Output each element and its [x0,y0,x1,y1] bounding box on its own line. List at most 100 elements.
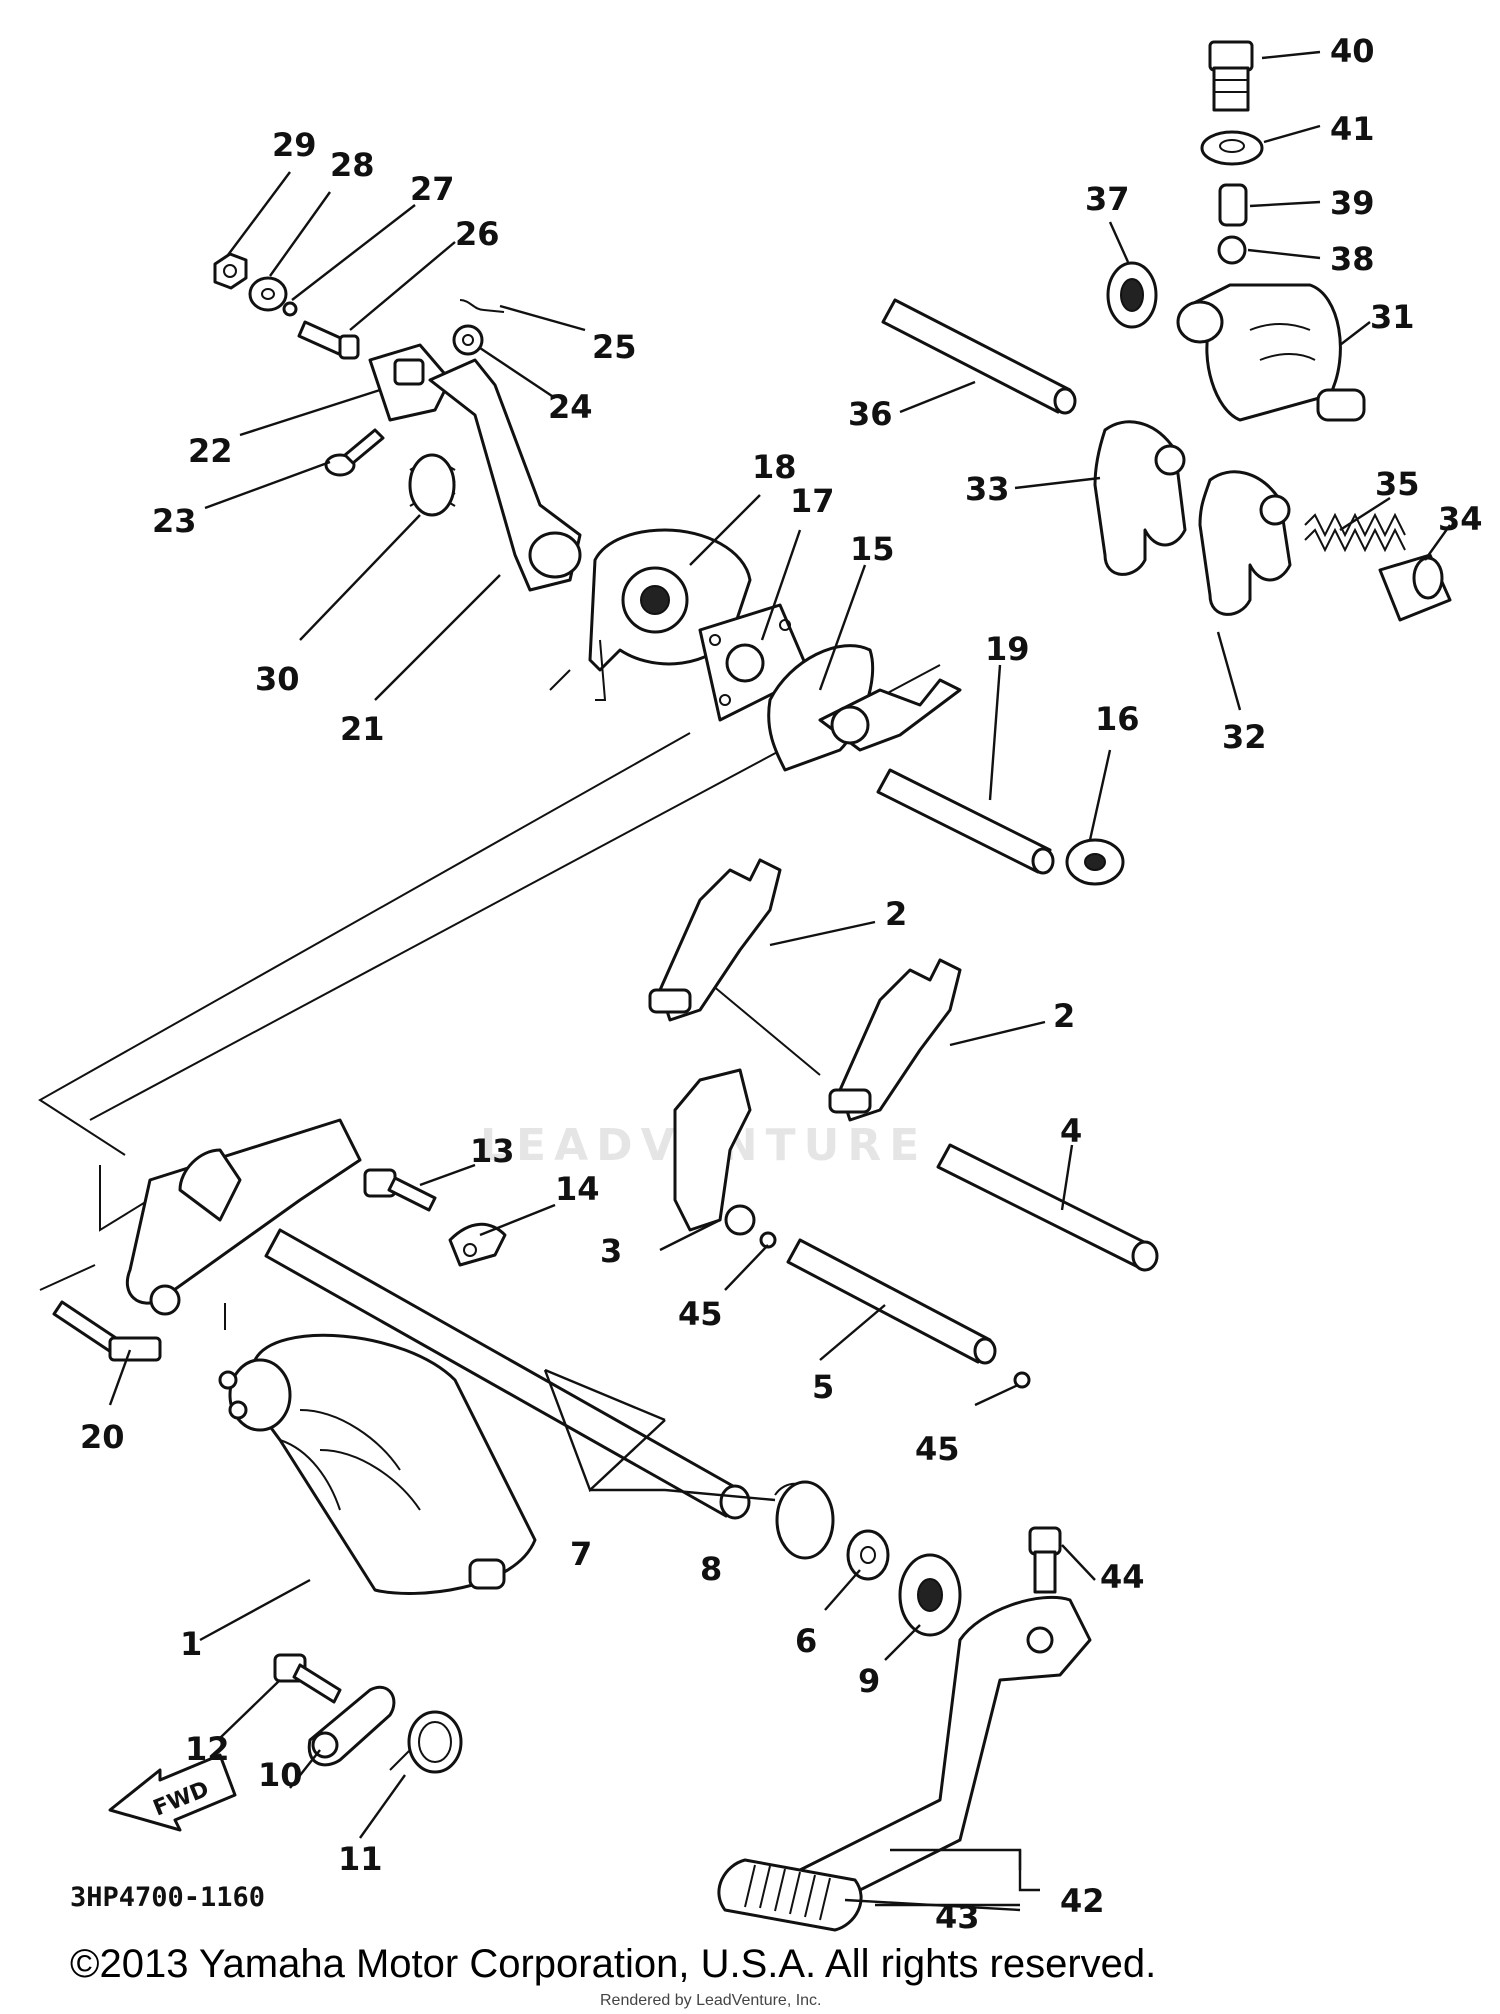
part-35-spring [1304,512,1406,553]
part-2-shift-fork-upper [648,858,782,1022]
callout-3: 3 [600,1232,622,1270]
callout-23: 23 [152,502,197,540]
part-17-plate [698,603,812,722]
copyright-notice: ©2013 Yamaha Motor Corporation, U.S.A. A… [70,1942,1157,1986]
callout-13: 13 [470,1132,515,1170]
part-23-pin [324,428,385,477]
callout-43: 43 [935,1898,980,1936]
callout-27: 27 [410,170,455,208]
callout-11: 11 [338,1840,383,1878]
callout-labels: 1 2 2 3 4 5 6 7 8 9 10 11 12 13 14 15 16… [80,32,1483,1936]
part-9-seal [898,1553,962,1637]
callout-31: 31 [1370,298,1415,336]
part-code: 3HP4700-1160 [70,1882,266,1913]
callout-21: 21 [340,710,385,748]
part-38-ball [1217,235,1247,265]
part-43-pedal-rubber [717,1858,863,1932]
callout-24: 24 [548,388,593,426]
part-12-bolt [273,1653,342,1704]
part-29-nut [213,252,248,290]
callout-35: 35 [1375,465,1420,503]
part-32-shift-fork [1198,470,1292,616]
part-34-cap [1378,553,1452,622]
callout-32: 32 [1222,718,1267,756]
part-33-shift-fork [1093,420,1187,576]
part-13-bolt [363,1168,437,1212]
callout-26: 26 [455,215,500,253]
callout-14: 14 [555,1170,600,1208]
part-7-shift-shaft-assembly [125,1118,751,1520]
callout-9: 9 [858,1662,880,1700]
callout-6: 6 [795,1622,817,1660]
callout-17: 17 [790,482,835,520]
callout-30: 30 [255,660,300,698]
callout-1: 1 [180,1625,202,1663]
callout-39: 39 [1330,184,1375,222]
part-39-spring [1218,183,1248,227]
callout-20: 20 [80,1418,125,1456]
callout-2a: 2 [885,895,907,933]
part-15-segment [767,644,962,772]
part-28-washer [248,276,288,312]
fwd-arrow-icon: FWD [108,1753,237,1832]
callout-37: 37 [1085,180,1130,218]
part-3-shift-fork [673,1068,756,1236]
callout-36: 36 [848,395,893,433]
callout-34: 34 [1438,500,1483,538]
callout-45b: 45 [915,1430,960,1468]
part-37-seal [1106,261,1158,329]
callout-8: 8 [700,1550,722,1588]
callout-38: 38 [1330,240,1375,278]
part-19-shaft [876,768,1055,875]
callout-25: 25 [592,328,637,366]
part-14-stopper [448,1222,507,1267]
part-36-shaft [881,298,1077,415]
part-40-bolt [1208,40,1254,112]
part-5-shaft [786,1238,997,1365]
callout-10: 10 [258,1756,303,1794]
part-1-shift-drum [218,1333,537,1595]
part-20-bolt [52,1300,162,1362]
part-26-bolt [297,320,360,360]
part-41-washer [1200,130,1264,166]
callout-16: 16 [1095,700,1140,738]
callout-44: 44 [1100,1558,1145,1596]
part-22-joint [368,343,452,422]
part-11-torsion-spring [389,1710,463,1774]
callout-4: 4 [1060,1112,1082,1150]
part-45-pin-a [759,1231,777,1249]
part-27-oring [282,301,298,317]
callout-28: 28 [330,146,375,184]
rendered-by-note: Rendered by LeadVenture, Inc. [600,1992,822,2009]
callout-33: 33 [965,470,1010,508]
callout-15: 15 [850,530,895,568]
part-44-bolt [1028,1526,1062,1594]
callout-40: 40 [1330,32,1375,70]
callout-42: 42 [1060,1882,1105,1920]
callout-45a: 45 [678,1295,723,1333]
part-21-shift-lever [428,358,582,592]
callout-12: 12 [185,1730,230,1768]
part-42-shift-pedal [798,1595,1092,1912]
callout-19: 19 [985,630,1030,668]
callout-7: 7 [570,1535,592,1573]
callout-5: 5 [812,1368,834,1406]
callout-41: 41 [1330,110,1375,148]
part-2-shift-fork-lower [828,958,962,1122]
part-6-washer [846,1529,890,1581]
part-30-spring [408,453,456,517]
part-31-shift-drum [1176,283,1366,422]
callout-2b: 2 [1053,997,1075,1035]
part-4-shaft [936,1143,1159,1272]
callout-18: 18 [752,448,797,486]
part-25-pin [459,299,505,313]
part-8-spring [774,1480,835,1560]
part-24-circlip [452,324,484,356]
callout-22: 22 [188,432,233,470]
part-45-pin-b [1013,1371,1031,1389]
callout-29: 29 [272,126,317,164]
part-16-washer [1065,838,1125,886]
part-10-stopper-lever [307,1686,396,1767]
leader-lines [108,50,1451,1912]
